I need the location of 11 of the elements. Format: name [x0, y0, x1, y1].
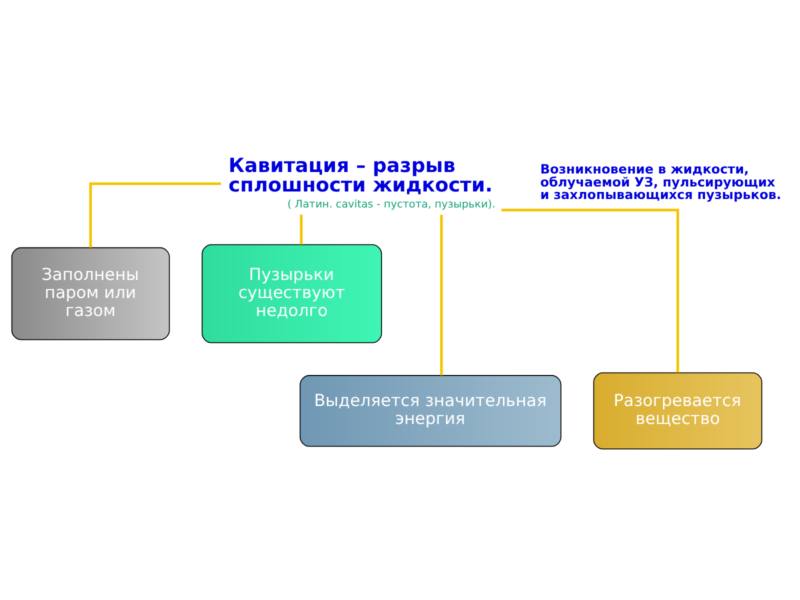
label: Возникновение в жидкости, облучаемой УЗ, пульсирующих и захлопывающихся пузырьков.: [540, 162, 782, 203]
node-box: Выделяется значительная энергия: [300, 374, 562, 446]
connector: [501, 208, 680, 372]
node-text: Кавитация – разрыв сплошности жидкости.: [228, 153, 493, 196]
connector: [440, 214, 443, 375]
node-box: Пузырьки существуют недолго: [202, 244, 382, 343]
node-label: ( Латин. cavitas - пустота, пузырьки).: [287, 198, 496, 210]
node-box: Заполнены паром или газом: [11, 246, 170, 340]
connector: [89, 182, 221, 248]
node-box: Разогревается вещество: [593, 372, 762, 449]
connector: [300, 214, 303, 244]
